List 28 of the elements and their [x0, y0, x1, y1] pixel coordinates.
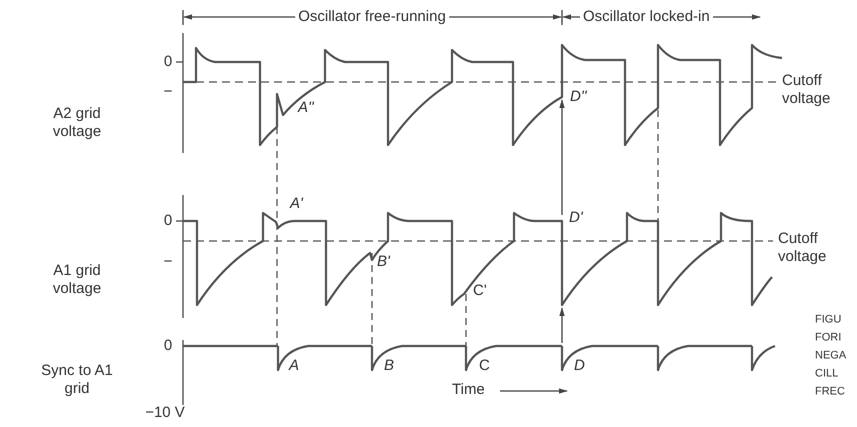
axis-tick-label: − — [164, 253, 172, 271]
axis-tick-label: 0 — [164, 212, 172, 230]
axis-title: Time — [452, 381, 485, 399]
caption-fragment: CILL — [815, 367, 838, 381]
point-label: D' — [569, 209, 583, 227]
point-label: C' — [473, 282, 487, 300]
caption-fragment: FIGU — [815, 313, 842, 327]
axis-title: A2 grid voltage — [52, 105, 102, 141]
axis-title: Sync to A1 grid — [40, 362, 114, 398]
point-label: B — [384, 357, 394, 375]
point-label: D — [574, 357, 585, 375]
period-label: Oscillator free-running — [295, 8, 449, 26]
point-label: A — [289, 357, 300, 375]
reference-label: Cutoff voltage — [778, 230, 828, 266]
point-label: C — [479, 357, 490, 375]
reference-label: Cutoff voltage — [782, 72, 832, 108]
caption-fragment: FREC — [815, 385, 845, 399]
axis-tick-label: 0 — [164, 53, 172, 71]
point-label: D'' — [570, 88, 587, 106]
axis-tick-label: −10 V — [145, 404, 185, 422]
caption-fragment: NEGA — [815, 349, 846, 363]
axis-tick-label: 0 — [164, 337, 172, 355]
axis-tick-label: − — [164, 83, 172, 101]
caption-fragment: FORI — [815, 331, 842, 345]
point-label: A'' — [298, 99, 314, 117]
point-label: A' — [290, 195, 303, 213]
axis-title: A1 grid voltage — [52, 262, 102, 298]
point-label: B' — [377, 253, 390, 271]
